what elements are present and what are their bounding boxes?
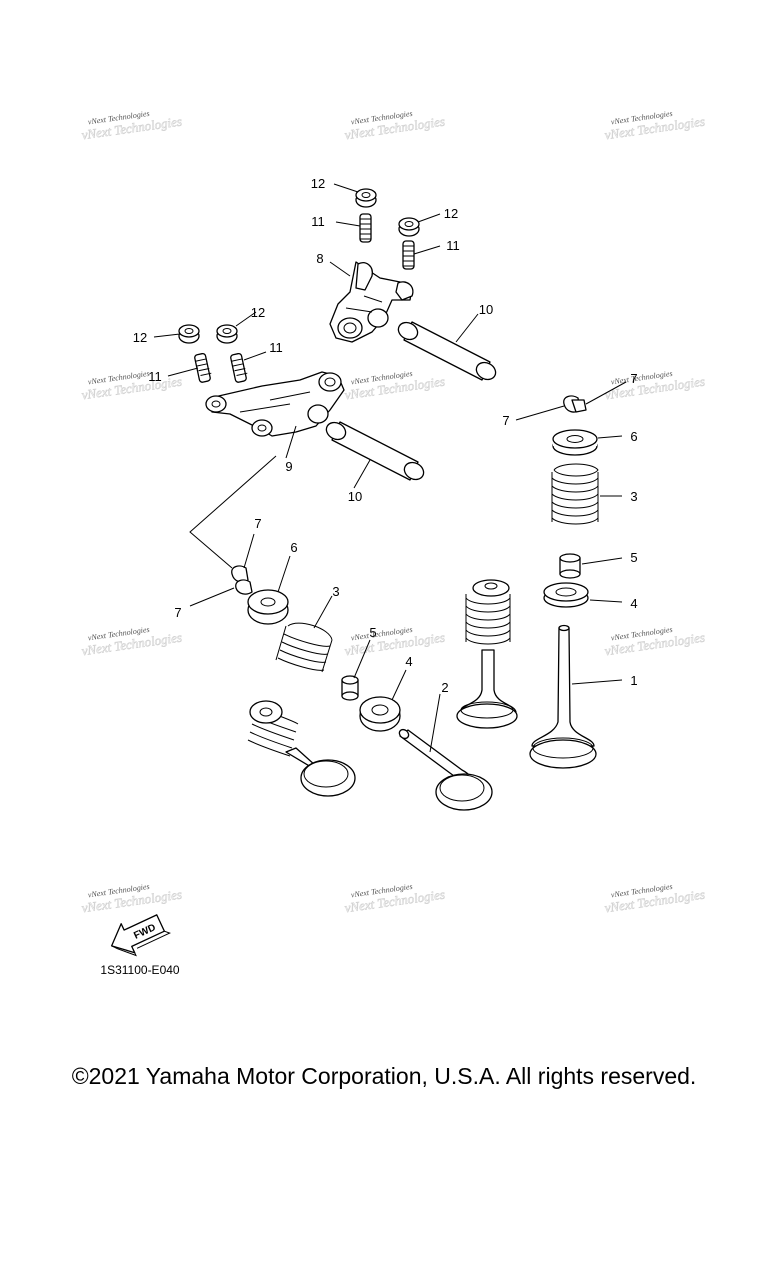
callout-4: 4	[405, 654, 412, 669]
watermarks: vNext Technologies vNext Technologies vN…	[80, 109, 706, 916]
spring-seat-4-right	[543, 582, 589, 608]
rocker-shaft-10-lower	[325, 421, 425, 481]
drawing-code: 1S31100-E040	[100, 963, 180, 977]
adjuster-screw-11-lower-b	[230, 352, 248, 383]
callout-11: 11	[311, 214, 325, 229]
exploded-parts-diagram: vNext Technologies vNext Technologies vN…	[80, 109, 706, 977]
callout-2: 2	[441, 680, 448, 695]
valve-keeper-7-right	[563, 395, 587, 413]
callout-12: 12	[311, 176, 325, 191]
watermark: vNext Technologies vNext Technologies	[80, 369, 183, 403]
stem-seal-5-right	[559, 553, 581, 579]
callout-11: 11	[148, 369, 162, 384]
callout-1: 1	[630, 673, 637, 688]
callout-7: 7	[630, 371, 637, 386]
callout-9: 9	[285, 459, 292, 474]
watermark: vNext Technologies vNext Technologies	[80, 625, 183, 659]
callout-5: 5	[369, 625, 376, 640]
locknut-12-upper-a	[355, 188, 377, 208]
callout-12: 12	[444, 206, 458, 221]
callout-10: 10	[348, 489, 362, 504]
watermark: vNext Technologies vNext Technologies	[603, 882, 706, 916]
watermark: vNext Technologies vNext Technologies	[343, 882, 446, 916]
watermark: vNext Technologies vNext Technologies	[603, 369, 706, 403]
watermark: vNext Technologies vNext Technologies	[80, 882, 183, 916]
callout-12: 12	[133, 330, 147, 345]
callout-11: 11	[446, 238, 460, 253]
callout-7: 7	[502, 413, 509, 428]
fwd-arrow: FWD	[110, 914, 171, 957]
upper-rocker-assembly	[329, 188, 497, 381]
leader-lines	[153, 183, 627, 753]
watermark: vNext Technologies vNext Technologies	[80, 109, 183, 143]
callout-5: 5	[630, 550, 637, 565]
stem-seal-5-left	[341, 675, 359, 701]
watermark: vNext Technologies vNext Technologies	[343, 369, 446, 403]
adjuster-screw-11-lower-a	[194, 352, 212, 383]
rocker-arm-9	[205, 371, 345, 437]
copyright-notice: ©2021 Yamaha Motor Corporation, U.S.A. A…	[71, 1063, 697, 1089]
watermark: vNext Technologies vNext Technologies	[603, 625, 706, 659]
locknut-12-lower-b	[216, 324, 238, 344]
callout-12: 12	[251, 305, 265, 320]
valve-2-assembled	[456, 579, 518, 729]
valve-spring-3-right	[551, 463, 599, 525]
callout-10: 10	[479, 302, 493, 317]
callout-7: 7	[254, 516, 261, 531]
callout-8: 8	[316, 251, 323, 266]
adjuster-screw-11-upper-a	[359, 213, 372, 243]
spring-retainer-6-left	[247, 589, 289, 625]
callout-11: 11	[269, 340, 283, 355]
callout-4: 4	[630, 596, 637, 611]
valve-keeper-7-left	[231, 565, 253, 595]
right-valve-stack	[456, 395, 599, 769]
left-valve-stack	[231, 565, 493, 811]
watermark: vNext Technologies vNext Technologies	[343, 109, 446, 143]
locknut-12-upper-b	[398, 217, 420, 237]
callout-7: 7	[174, 605, 181, 620]
rocker-arm-8	[329, 261, 414, 343]
callout-3: 3	[332, 584, 339, 599]
lower-rocker-assembly	[178, 324, 425, 481]
valve-1	[529, 624, 597, 769]
callout-6: 6	[290, 540, 297, 555]
watermark: vNext Technologies vNext Technologies	[343, 625, 446, 659]
watermark: vNext Technologies vNext Technologies	[603, 109, 706, 143]
valve-spring-3-left	[275, 622, 333, 673]
spring-seat-4-left	[359, 696, 401, 732]
valve-2	[398, 728, 493, 811]
valve-assembled-left	[246, 700, 356, 797]
callout-3: 3	[630, 489, 637, 504]
adjuster-screw-11-upper-b	[402, 240, 415, 270]
spring-retainer-6-right	[552, 429, 598, 456]
callouts: 12 11 12 11 8 10 12 12 11 11 9 10 7 6 3 …	[133, 176, 638, 695]
callout-6: 6	[630, 429, 637, 444]
rocker-shaft-10-upper	[397, 321, 497, 381]
locknut-12-lower-a	[178, 324, 200, 344]
